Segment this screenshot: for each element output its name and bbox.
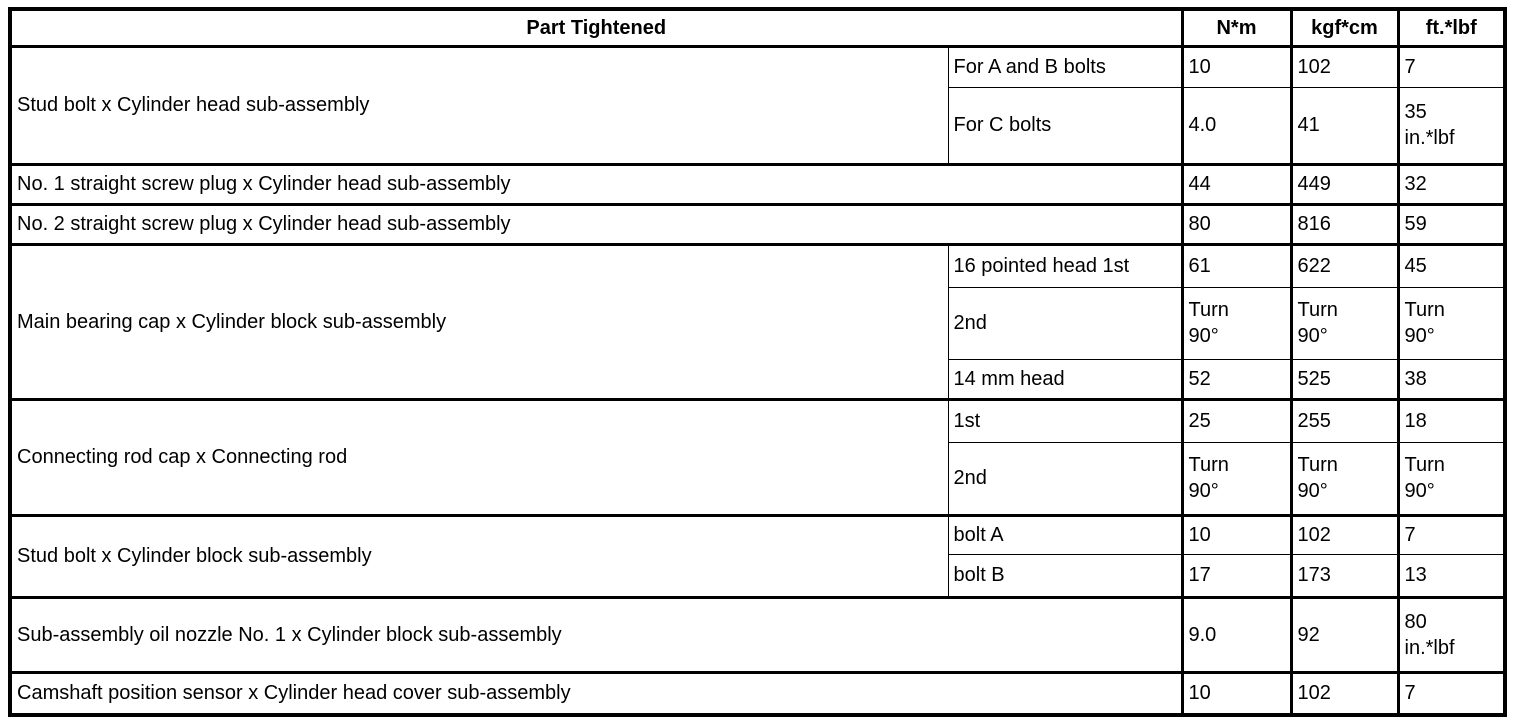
part-cell: Connecting rod cap x Connecting rod — [9, 397, 949, 516]
kgfcm-value-cell: 102 — [1289, 44, 1399, 88]
ftlbf-value-cell: 80 in.*lbf — [1396, 595, 1506, 673]
ftlbf-value-cell: 45 — [1396, 242, 1506, 288]
torque-spec-table: Part Tightened N*m kgf*cm ft.*lbf Stud b… — [8, 7, 1507, 717]
kgfcm-value-cell: 92 — [1289, 595, 1399, 673]
nm-value-cell: Turn 90° — [1180, 286, 1292, 360]
table-row: Camshaft position sensor x Cylinder head… — [9, 670, 1506, 716]
part-cell: Stud bolt x Cylinder head sub-assembly — [9, 44, 949, 165]
nm-value-cell: 80 — [1180, 202, 1292, 245]
nm-value-cell: 10 — [1180, 513, 1292, 555]
part-cell: Stud bolt x Cylinder block sub-assembly — [9, 513, 949, 598]
sub-label-cell: 2nd — [947, 441, 1183, 516]
kgfcm-value-cell: 255 — [1289, 397, 1399, 443]
ftlbf-value-cell: 7 — [1396, 670, 1506, 716]
part-cell: Sub-assembly oil nozzle No. 1 x Cylinder… — [9, 595, 1183, 673]
unit-header-nm: N*m — [1180, 8, 1292, 48]
sub-label-cell: bolt A — [947, 513, 1183, 555]
table-row: Stud bolt x Cylinder head sub-assembly F… — [9, 44, 1506, 165]
sub-label-cell: 2nd — [947, 286, 1183, 360]
ftlbf-value-cell: 13 — [1396, 553, 1506, 598]
kgfcm-value-cell: 102 — [1289, 670, 1399, 716]
table-row: Connecting rod cap x Connecting rod 1st … — [9, 397, 1506, 516]
nm-value-cell: 17 — [1180, 553, 1292, 598]
ftlbf-value-cell: 35 in.*lbf — [1396, 86, 1506, 165]
sub-label-cell: For A and B bolts — [947, 44, 1183, 88]
kgfcm-value-cell: Turn 90° — [1289, 441, 1399, 516]
ftlbf-value-cell: 59 — [1396, 202, 1506, 245]
nm-value-cell: 10 — [1180, 44, 1292, 88]
nm-value-cell: 9.0 — [1180, 595, 1292, 673]
ftlbf-value-cell: 18 — [1396, 397, 1506, 443]
sub-label-cell: 1st — [947, 397, 1183, 443]
kgfcm-value-cell: 816 — [1289, 202, 1399, 245]
nm-value-cell: 52 — [1180, 358, 1292, 400]
kgfcm-value-cell: 41 — [1289, 86, 1399, 165]
sub-label-cell: bolt B — [947, 553, 1183, 598]
sub-label-cell: 16 pointed head 1st — [947, 242, 1183, 288]
sub-label-cell: 14 mm head — [947, 358, 1183, 400]
nm-value-cell: Turn 90° — [1180, 441, 1292, 516]
part-cell: Camshaft position sensor x Cylinder head… — [9, 670, 1183, 716]
kgfcm-value-cell: 102 — [1289, 513, 1399, 555]
ftlbf-value-cell: 32 — [1396, 162, 1506, 205]
table-row: bolt B 17 173 13 — [10, 553, 1506, 598]
kgfcm-value-cell: 525 — [1289, 358, 1399, 400]
table-row: For C bolts 4.0 41 35 in.*lbf — [10, 86, 1506, 165]
kgfcm-value-cell: 173 — [1289, 553, 1399, 598]
unit-header-ftlbf: ft.*lbf — [1396, 8, 1506, 48]
nm-value-cell: 4.0 — [1180, 86, 1292, 165]
table-row: 14 mm head 52 525 38 — [10, 358, 1506, 400]
part-cell: Main bearing cap x Cylinder block sub-as… — [9, 242, 949, 400]
kgfcm-value-cell: 622 — [1289, 242, 1399, 288]
part-tightened-header: Part Tightened — [9, 8, 1183, 48]
nm-value-cell: 44 — [1180, 162, 1292, 205]
part-cell: No. 2 straight screw plug x Cylinder hea… — [9, 202, 1183, 245]
ftlbf-value-cell: Turn 90° — [1396, 286, 1506, 360]
nm-value-cell: 10 — [1180, 670, 1292, 716]
ftlbf-value-cell: 7 — [1396, 44, 1506, 88]
table-row: Stud bolt x Cylinder block sub-assembly … — [9, 513, 1506, 598]
table-row: No. 1 straight screw plug x Cylinder hea… — [9, 162, 1506, 205]
nm-value-cell: 61 — [1180, 242, 1292, 288]
table-row: Sub-assembly oil nozzle No. 1 x Cylinder… — [9, 595, 1506, 673]
table-row: Main bearing cap x Cylinder block sub-as… — [9, 242, 1506, 400]
unit-header-kgfcm: kgf*cm — [1289, 8, 1399, 48]
kgfcm-value-cell: Turn 90° — [1289, 286, 1399, 360]
kgfcm-value-cell: 449 — [1289, 162, 1399, 205]
ftlbf-value-cell: 7 — [1396, 513, 1506, 555]
table-row: 2nd Turn 90° Turn 90° Turn 90° — [10, 441, 1506, 516]
part-cell: No. 1 straight screw plug x Cylinder hea… — [9, 162, 1183, 205]
table-row: No. 2 straight screw plug x Cylinder hea… — [9, 202, 1506, 245]
ftlbf-value-cell: Turn 90° — [1396, 441, 1506, 516]
nm-value-cell: 25 — [1180, 397, 1292, 443]
header-row: Part Tightened N*m kgf*cm ft.*lbf — [9, 8, 1506, 48]
table-row: 2nd Turn 90° Turn 90° Turn 90° — [10, 286, 1506, 360]
ftlbf-value-cell: 38 — [1396, 358, 1506, 400]
sub-label-cell: For C bolts — [947, 86, 1183, 165]
